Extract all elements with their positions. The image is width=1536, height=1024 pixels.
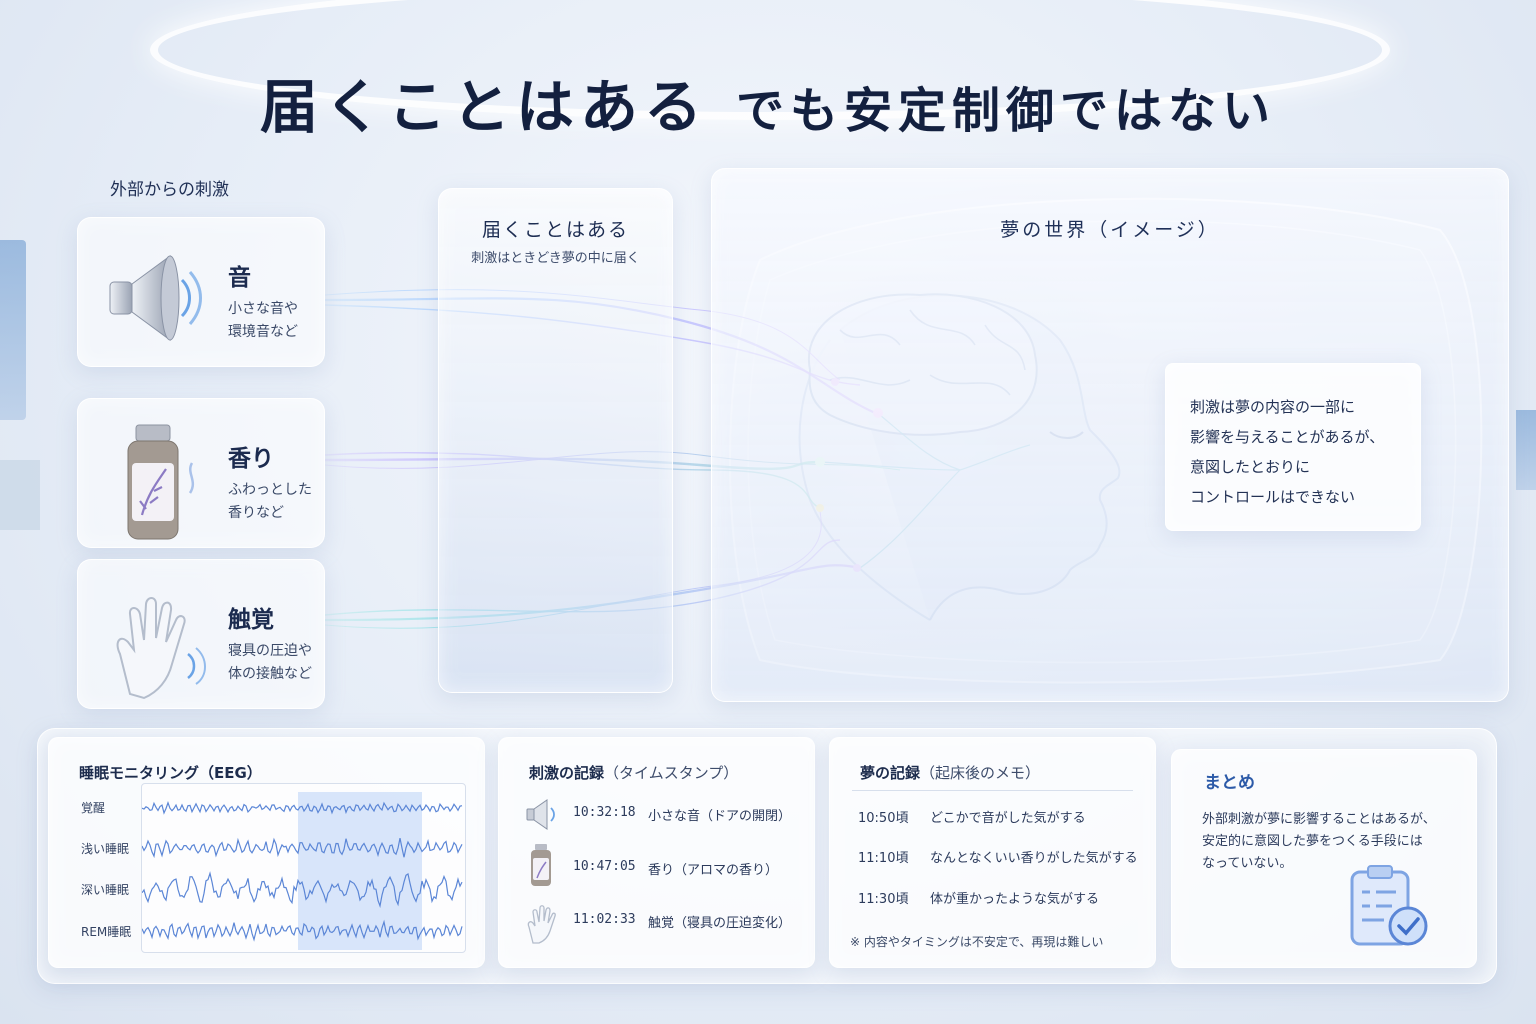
log-text: 触覚（寝具の圧迫変化） [648,916,792,931]
summary-line: 安定的に意図した夢をつくる手段には [1202,834,1423,849]
log-text: 小さな音（ドアの開閉） [648,809,792,824]
log-time: 10:47:05 [573,859,636,874]
reach-panel: 届くことはある 刺激はときどき夢の中に届く [438,188,673,693]
page-title-main: 届くことはある [259,73,708,141]
dream-world-title: 夢の世界（イメージ） [1000,219,1220,241]
dream-note-box: 刺激は夢の内容の一部に 影響を与えることがあるが、 意図したとおりに コントロー… [1165,363,1421,531]
background-monitor-right [1516,410,1536,490]
eeg-monitor-card: 睡眠モニタリング（EEG） 覚醒 浅い睡眠 深い睡眠 REM睡眠 [48,737,485,968]
eeg-row-label: 覚醒 [81,801,106,815]
eeg-chart [141,783,466,953]
stimulus-card-sound: 音 小さな音や 環境音など [77,217,325,367]
summary-card: まとめ 外部刺激が夢に影響することはあるが、 安定的に意図した夢をつくる手段には… [1171,749,1477,968]
background-panel-left [0,460,40,530]
eeg-row-label: REM睡眠 [81,925,132,939]
memo-text: 体が重かったような気がする [930,892,1100,907]
memo-time: 11:30頃 [858,892,909,907]
memo-note: ※ 内容やタイミングは不安定で、再現は難しい [850,935,1104,949]
eeg-wave-line [141,801,463,815]
dream-note-line: 刺激は夢の内容の一部に [1190,398,1356,416]
dream-log-card: 夢の記録（起床後のメモ） 10:50頃 どこかで音がした気がする 11:10頃 なん… [829,737,1156,968]
log-time: 11:02:33 [573,912,636,927]
stimulus-desc: ふわっとした 香りなど [228,482,312,521]
dream-note-line: 意図したとおりに [1190,458,1311,476]
stimulus-log-title: 刺激の記録（タイムスタンプ） [529,762,738,783]
stimulus-card-touch: 触覚 寝具の圧迫や 体の接触など [77,559,325,709]
memo-text: なんとなくいい香りがした気がする [930,851,1138,866]
clipboard-check-icon [1344,862,1436,954]
memo-row: 11:10頃 なんとなくいい香りがした気がする [858,847,1138,866]
eeg-wave-line [141,837,463,859]
speaker-icon [100,242,210,352]
stimulus-log-card: 刺激の記録（タイムスタンプ） 10:32:18 小さな音（ドアの開閉） 10:4… [498,737,815,968]
dream-log-title-sub: （起床後のメモ） [920,764,1041,782]
log-text: 香り（アロマの香り） [648,863,779,878]
eeg-wave-line [141,919,463,942]
reach-title: 届くことはある [481,219,629,241]
log-row: 10:32:18 小さな音（ドアの開閉） [523,794,803,834]
eeg-waveforms [141,792,463,950]
stimulus-desc: 小さな音や 環境音など [228,301,298,340]
eeg-wave-line [141,871,463,909]
eeg-row-label: 深い睡眠 [81,883,130,897]
stimulus-name: 音 [228,265,251,291]
log-row: 10:47:05 香り（アロマの香り） [523,844,803,888]
dream-note-line: 影響を与えることがあるが、 [1190,428,1385,446]
stimulus-desc: 寝具の圧迫や 体の接触など [228,643,312,682]
external-stimuli-label: 外部からの刺激 [110,180,229,200]
log-row: 11:02:33 触覚（寝具の圧迫変化） [523,901,803,944]
aroma-bottle-icon [100,423,210,540]
reach-subtitle: 刺激はときどき夢の中に届く [471,251,640,266]
eeg-row-label: 浅い睡眠 [81,842,130,856]
stimulus-log-title-sub: （タイムスタンプ） [604,764,739,782]
glove-icon [100,584,210,700]
aroma-bottle-icon [523,844,559,888]
page-title: 届くことはあるでも安定制御ではない [0,60,1536,144]
dream-log-title-main: 夢の記録 [860,764,921,782]
stimulus-log-title-main: 刺激の記録 [529,764,605,782]
log-time: 10:32:18 [573,805,636,820]
dream-note-line: コントロールはできない [1190,488,1356,506]
memo-row: 11:30頃 体が重かったような気がする [858,888,1099,907]
summary-line: なっていない。 [1202,856,1293,871]
page-title-sub: でも安定制御ではない [736,83,1277,139]
glove-icon [523,901,559,944]
summary-title: まとめ [1204,773,1255,793]
dream-log-title: 夢の記録（起床後のメモ） [860,762,1040,783]
summary-line: 外部刺激が夢に影響することはあるが、 [1202,812,1436,827]
background-monitor-left [0,240,26,420]
memo-time: 10:50頃 [858,811,909,826]
divider [852,790,1133,791]
memo-text: どこかで音がした気がする [930,811,1086,826]
memo-time: 11:10頃 [858,851,909,866]
stimulus-name: 香り [228,446,274,472]
eeg-title: 睡眠モニタリング（EEG） [79,764,262,782]
stimulus-name: 触覚 [228,607,274,633]
memo-row: 10:50頃 どこかで音がした気がする [858,807,1086,826]
stimulus-card-aroma: 香り ふわっとした 香りなど [77,398,325,548]
eeg-highlight-region [298,792,422,950]
speaker-icon [523,794,559,834]
